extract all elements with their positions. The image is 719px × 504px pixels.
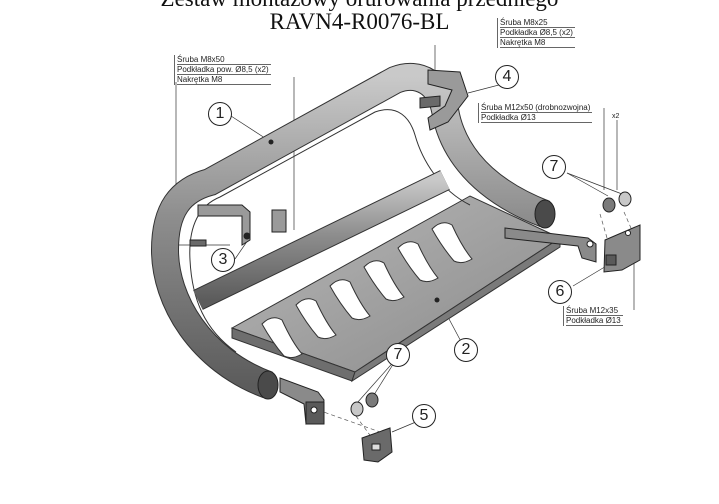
bracket-part-6	[504, 224, 641, 273]
note-line: Nakrętka M8	[177, 75, 271, 85]
balloon-3: 3	[211, 248, 235, 272]
bracket-part-5	[279, 377, 393, 463]
balloon-6: 6	[548, 280, 572, 304]
balloon-7-right: 7	[542, 155, 566, 179]
note-part-7-hardware: Śruba M12x50 (drobnozwojna) Podkładka Ø1…	[478, 103, 593, 123]
nuts-part-7	[350, 191, 632, 417]
note-part-7-quantity: x2	[612, 113, 620, 120]
note-line: Podkładka pow. Ø8,5 (x2)	[177, 65, 271, 75]
main-bar-tube	[150, 62, 556, 400]
balloon-4: 4	[495, 65, 519, 89]
note-line: Śruba M12x50 (drobnozwojna)	[481, 103, 593, 113]
note-line: Nakrętka M8	[500, 38, 575, 48]
drawing-subtitle: Zestaw montażowy orurowania przedniego	[0, 0, 719, 12]
note-line: Śruba M8x50	[177, 55, 271, 65]
balloon-5: 5	[412, 404, 436, 428]
skid-plate-slots	[261, 222, 473, 359]
bracket-part-4	[419, 69, 469, 131]
balloon-7-left: 7	[386, 343, 410, 367]
bracket-part-3	[189, 204, 287, 247]
note-line: Podkładka Ø13	[566, 316, 623, 326]
note-line: Śruba M8x25	[500, 18, 575, 28]
note-part-6-hardware: Śruba M12x35 Podkładka Ø13	[563, 306, 623, 326]
note-line: Śruba M12x35	[566, 306, 623, 316]
note-part-4-hardware: Śruba M8x25 Podkładka Ø8,5 (x2) Nakrętka…	[497, 18, 575, 48]
note-part-1-hardware: Śruba M8x50 Podkładka pow. Ø8,5 (x2) Nak…	[174, 55, 271, 85]
drawing-title: RAVN4-R0076-BL	[269, 9, 450, 34]
note-line: Podkładka Ø8,5 (x2)	[500, 28, 575, 38]
balloon-1: 1	[208, 102, 232, 126]
note-line: Podkładka Ø13	[481, 113, 593, 123]
balloon-2: 2	[454, 338, 478, 362]
